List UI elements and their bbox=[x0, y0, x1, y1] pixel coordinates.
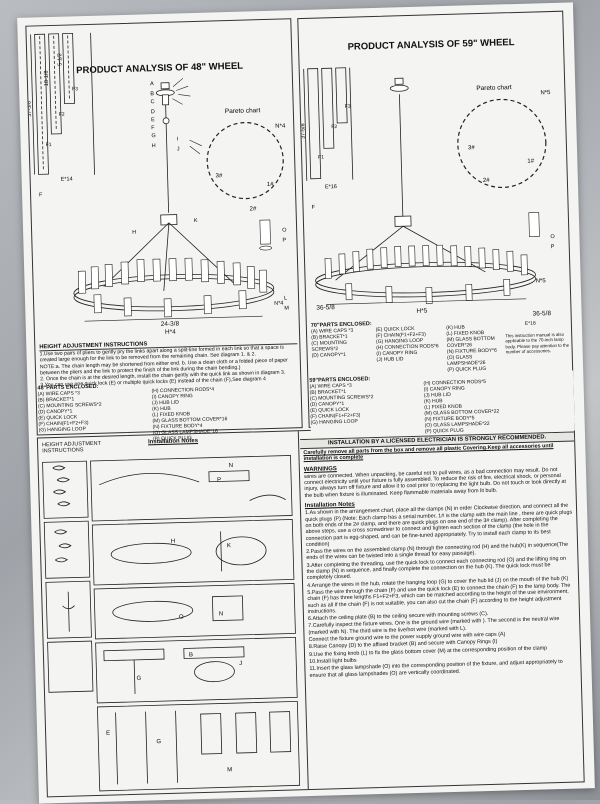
svg-text:E: E bbox=[151, 117, 155, 123]
svg-text:1#: 1# bbox=[527, 159, 535, 165]
wheel-59-diagram: 37-5/8 F1 F2 F3 E*16 F Pareto chart N*5 … bbox=[300, 67, 556, 305]
chain-f2-label: F2 bbox=[59, 112, 65, 118]
svg-text:C: C bbox=[150, 99, 154, 105]
bottom-section: HEIGHT ADJUSTMENT INSTRUCTIONS Installat… bbox=[36, 422, 585, 798]
svg-text:K: K bbox=[194, 218, 198, 224]
chain59-f2: F2 bbox=[331, 124, 337, 130]
svg-text:G: G bbox=[156, 739, 161, 745]
parts-48-block: 48"PARTS ENCLOSED: (A) WIRE CAPS *3 (B) … bbox=[37, 378, 303, 445]
wheel-48-diagram: 37-5/8 18-1/8 5-1/2 F1 F2 F3 E*14 F bbox=[26, 32, 289, 322]
svg-text:K: K bbox=[227, 543, 231, 549]
illustration-panel: HEIGHT ADJUSTMENT INSTRUCTIONS Installat… bbox=[37, 431, 309, 797]
svg-text:J: J bbox=[177, 146, 180, 152]
wheel-70-width: 36-5/8 bbox=[532, 310, 552, 318]
wheel-59-width: 36-5/8 bbox=[316, 304, 335, 312]
svg-text:E: E bbox=[106, 731, 110, 737]
svg-text:G: G bbox=[137, 676, 142, 682]
svg-text:O: O bbox=[179, 614, 184, 620]
wheel-48-width: 24-3/8 bbox=[160, 320, 180, 329]
svg-text:M: M bbox=[284, 305, 289, 311]
svg-text:N*4: N*4 bbox=[274, 301, 283, 307]
wheel-59-h: H*5 bbox=[416, 307, 428, 315]
svg-text:J: J bbox=[239, 661, 242, 667]
chain59-f3: F3 bbox=[345, 104, 351, 110]
pareto-59-label: Pareto chart bbox=[476, 84, 512, 92]
f-label: F bbox=[39, 192, 43, 198]
svg-text:F: F bbox=[311, 205, 315, 211]
wheel-59-panel: PRODUCT ANALYSIS OF 59" WHEEL 37-5/8 F1 … bbox=[297, 10, 575, 428]
svg-text:G: G bbox=[151, 133, 155, 139]
e16-label: E*16 bbox=[325, 184, 337, 190]
side-dim-a: 37-5/8 bbox=[26, 101, 32, 117]
wheel-48-h: H*4 bbox=[164, 328, 176, 336]
installation-illustrations: N P H K O N G B J E G M bbox=[42, 455, 301, 792]
svg-text:I: I bbox=[177, 136, 179, 142]
svg-text:O: O bbox=[550, 234, 555, 240]
wheel-48-panel: PRODUCT ANALYSIS OF 48" WHEEL 37-5/8 18-… bbox=[25, 18, 303, 436]
svg-text:H: H bbox=[171, 539, 176, 545]
chain-f3-label: F3 bbox=[72, 86, 78, 92]
svg-text:N: N bbox=[229, 463, 234, 469]
svg-text:H: H bbox=[152, 143, 156, 149]
svg-text:A: A bbox=[150, 81, 154, 87]
p70-j: (J) HUB LID bbox=[376, 356, 404, 364]
svg-text:P: P bbox=[551, 244, 555, 250]
e14-label: E*14 bbox=[61, 176, 73, 182]
svg-text:H: H bbox=[132, 230, 136, 236]
side-dim-b: 18-1/8 bbox=[44, 70, 50, 86]
ring-1-label: 1# bbox=[267, 182, 275, 188]
e18-label: E*18 bbox=[524, 320, 536, 327]
side-dim-59: 37-5/8 bbox=[300, 123, 306, 139]
side-dim-c: 5-1/2 bbox=[57, 53, 63, 66]
text-panel: IMPORTANT SAFETY INSTRUCTIONS INSTALLATI… bbox=[299, 423, 584, 790]
chain59-f1: F1 bbox=[318, 154, 324, 160]
pareto-label: Pareto chart bbox=[225, 107, 261, 115]
svg-text:P: P bbox=[282, 237, 286, 243]
svg-text:P: P bbox=[217, 477, 221, 483]
svg-text:D: D bbox=[151, 109, 155, 115]
svg-text:N: N bbox=[219, 611, 224, 617]
instruction-sheet: PRODUCT ANALYSIS OF 48" WHEEL 37-5/8 18-… bbox=[17, 2, 595, 804]
svg-text:3#: 3# bbox=[468, 145, 476, 151]
step-1: 1.As shown in the arrangement chart, pla… bbox=[304, 503, 573, 548]
ring-2-label: 2# bbox=[249, 206, 257, 212]
ring-3-label: 3# bbox=[216, 173, 224, 179]
n4-top-label: N*4 bbox=[275, 123, 286, 129]
p70-d: (D) CANOPY*1 bbox=[311, 351, 346, 359]
chain-f1-label: F1 bbox=[46, 142, 52, 148]
parts-70-table: 70"PARTS ENCLOSED: (A) WIRE CAPS *3 (B) … bbox=[311, 317, 506, 376]
manual-note: This instruction manual is also applicab… bbox=[505, 331, 570, 355]
svg-text:F: F bbox=[151, 125, 155, 131]
svg-text:M: M bbox=[227, 767, 232, 773]
svg-text:O: O bbox=[282, 227, 287, 233]
svg-text:L: L bbox=[284, 295, 287, 301]
parts-59-block: 59"PARTS ENCLOSED: (A) WIRE CAPS *3 (B) … bbox=[309, 370, 575, 438]
svg-text:B: B bbox=[189, 652, 193, 658]
svg-text:2#: 2# bbox=[483, 178, 491, 184]
svg-text:N*5: N*5 bbox=[540, 90, 551, 96]
svg-text:N*5: N*5 bbox=[536, 278, 547, 284]
svg-text:B: B bbox=[150, 91, 154, 97]
